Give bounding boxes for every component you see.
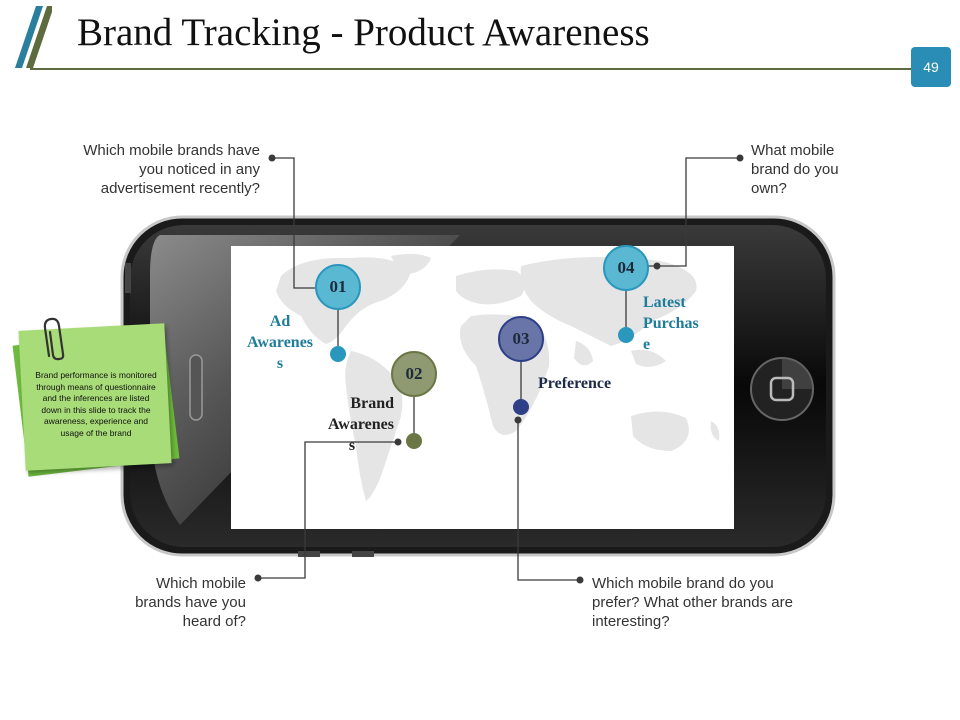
stage-04-number: 04 [617,258,635,277]
paperclip-icon [43,317,65,361]
stage-04-label: Latest Purchas e [643,294,699,353]
stage-02-number: 02 [405,364,423,383]
stage-03-circle: 03 [498,316,544,362]
stage-02-dot [406,433,422,449]
stage-04-question: What mobile brand do you own? [751,142,839,197]
page-number-badge: 49 [911,47,951,87]
stage-01-label: Ad Awarenes s [246,313,314,372]
stage-01-number: 01 [329,277,347,296]
stage-03-question: Which mobile brand do you prefer? What o… [592,575,793,630]
stage-04-dot [618,327,634,343]
stage-01-circle: 01 [315,264,361,310]
sticky-note-text: Brand performance is monitored through m… [35,370,157,438]
stage-01-question: Which mobile brands have you noticed in … [83,142,260,197]
title-divider [30,68,916,70]
stage-04-circle: 04 [603,245,649,291]
slide-title: Brand Tracking - Product Awareness [77,11,650,54]
stage-02-question: Which mobile brands have you heard of? [135,575,246,630]
stage-01-dot [330,346,346,362]
stage-03-number: 03 [512,329,530,348]
stage-02-circle: 02 [391,351,437,397]
title-accent-icon [15,6,52,68]
stage-03-label: Preference [538,375,612,392]
home-button-icon [750,357,814,421]
stage-02-label: Brand Awarenes s [327,395,394,454]
stage-03-dot [513,399,529,415]
